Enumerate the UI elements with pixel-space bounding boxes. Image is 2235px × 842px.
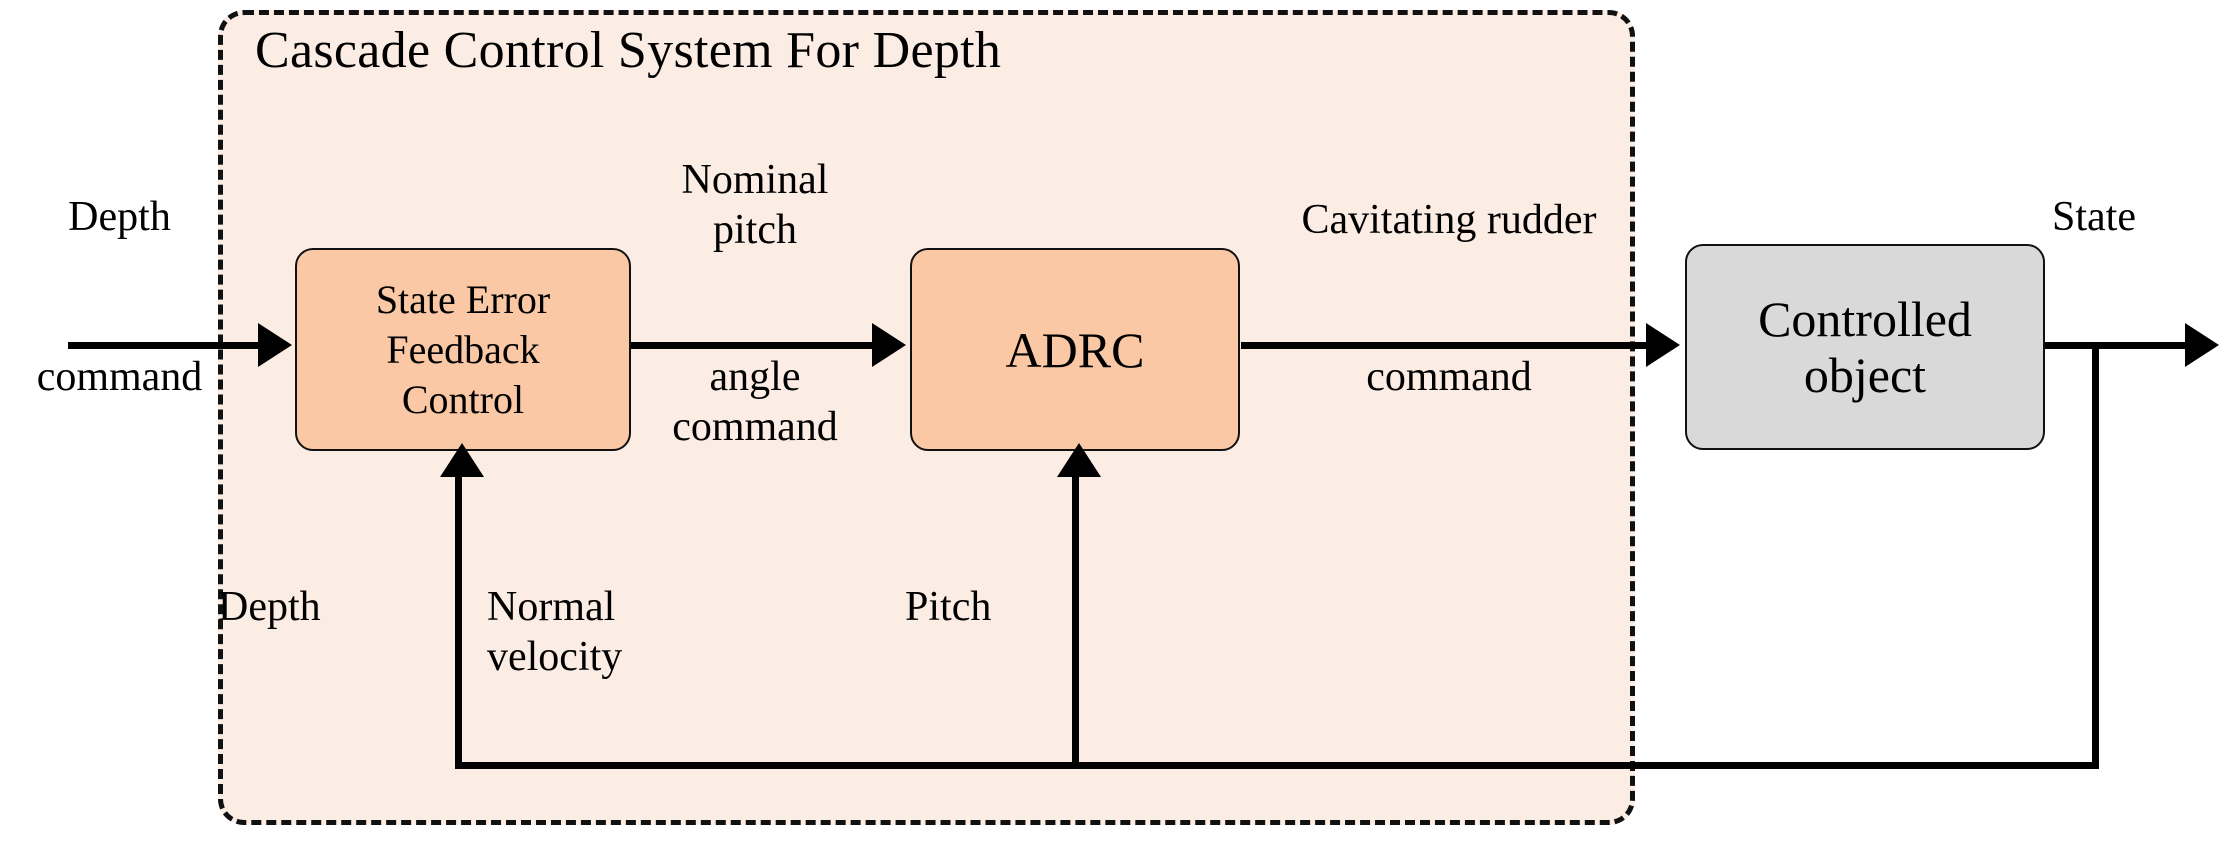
wire-state-output <box>2045 342 2190 349</box>
crc-line1: Cavitating rudder <box>1301 197 1597 243</box>
signal-label-normal-velocity: Normal velocity <box>487 582 622 682</box>
arrowhead-into-adrc-feedback <box>1057 443 1101 477</box>
adrc-label: ADRC <box>1005 321 1145 378</box>
arrowhead-state-output <box>2185 323 2219 367</box>
subsystem-title: Cascade Control System For Depth <box>255 22 1002 79</box>
block-controlled-object-label: Controlled object <box>1752 291 1978 403</box>
normal-velocity-line2: velocity <box>487 634 623 680</box>
arrowhead-into-controlled-object <box>1646 323 1680 367</box>
wire-cavitating-rudder-command <box>1241 342 1656 349</box>
pitch-feedback-label: Pitch <box>905 584 992 630</box>
wire-nominal-pitch-angle-command <box>631 342 881 349</box>
sefc-line1: State Error <box>375 276 551 322</box>
npac-line4: command <box>672 404 838 450</box>
block-adrc-label: ADRC <box>1000 321 1151 379</box>
depth-command-line2: command <box>36 354 203 400</box>
plant-line1: Controlled <box>1758 291 1972 347</box>
sefc-line2: Feedback <box>386 326 540 372</box>
state-label: State <box>2052 194 2136 240</box>
crc-line2: command <box>1366 354 1532 400</box>
wire-depth-command <box>68 342 268 349</box>
block-controlled-object[interactable]: Controlled object <box>1685 244 2045 450</box>
wire-feedback-to-adrc <box>1072 470 1079 766</box>
signal-label-depth-command: Depth <box>12 192 227 242</box>
npac-line2: pitch <box>713 207 797 253</box>
wire-feedback-drop-from-state <box>2092 342 2099 769</box>
block-state-error-feedback-control-label: State Error Feedback Control <box>370 275 556 425</box>
npac-line1: Nominal <box>681 157 829 203</box>
signal-label-depth-command-cont: command <box>12 352 227 402</box>
depth-command-line1: Depth <box>68 194 171 240</box>
signal-label-state: State <box>2052 192 2136 242</box>
normal-velocity-line1: Normal <box>487 584 616 630</box>
signal-label-angle-command: angle command <box>640 352 870 452</box>
depth-feedback-label: Depth <box>218 584 321 630</box>
signal-label-nominal-pitch: Nominal pitch <box>640 155 870 255</box>
signal-label-depth-feedback: Depth <box>218 582 321 632</box>
signal-label-cavitating-rudder: Cavitating rudder <box>1243 195 1655 245</box>
sefc-line3: Control <box>401 376 525 422</box>
wire-feedback-to-state-error-block <box>455 470 462 766</box>
arrowhead-into-state-error-block <box>258 323 292 367</box>
wire-feedback-bus <box>455 762 2099 769</box>
arrowhead-into-state-error-block-feedback <box>440 443 484 477</box>
signal-label-cavitating-rudder-cont: command <box>1243 352 1655 402</box>
block-adrc[interactable]: ADRC <box>910 248 1240 451</box>
block-state-error-feedback-control[interactable]: State Error Feedback Control <box>295 248 631 451</box>
npac-line3: angle <box>709 354 801 400</box>
signal-label-pitch-feedback: Pitch <box>905 582 991 632</box>
plant-line2: object <box>1803 347 1927 403</box>
arrowhead-into-adrc <box>872 323 906 367</box>
